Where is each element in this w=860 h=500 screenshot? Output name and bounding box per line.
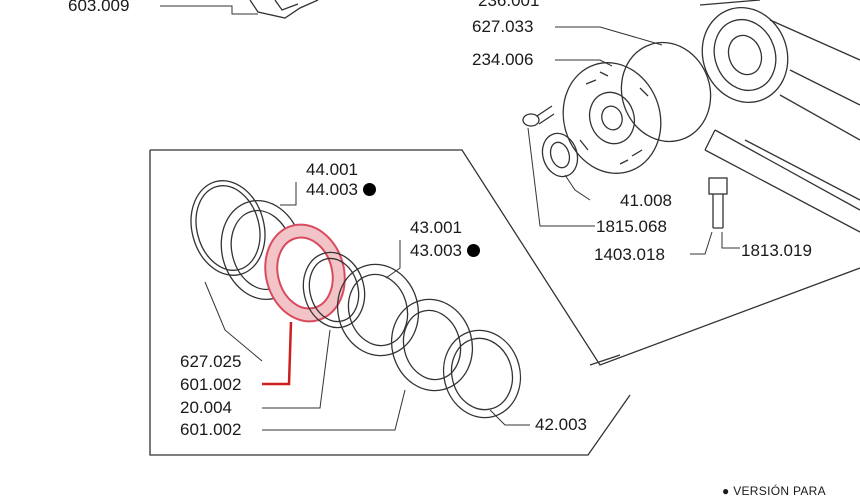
footnote-text: VERSIÓN PARA [733, 484, 826, 498]
screw-1815-068 [522, 105, 555, 127]
label-43-003-text: 43.003 [410, 241, 462, 260]
ring-627-033 [620, 41, 712, 143]
label-20-004: 20.004 [180, 398, 232, 417]
label-234-006: 234.006 [472, 50, 534, 69]
highlight-leader-line [262, 321, 293, 386]
label-627-025: 627.025 [180, 352, 242, 371]
footnote: ● VERSIÓN PARA [722, 484, 826, 498]
ring-42-003 [442, 329, 522, 419]
flange-234-006 [562, 62, 662, 174]
label-601-002-highlighted: 601.002 [180, 375, 242, 394]
bolt-1813-019 [708, 177, 728, 229]
label-601-002: 601.002 [180, 420, 242, 439]
leader-lines [160, 5, 740, 431]
label-43-003: 43.003 [410, 242, 480, 259]
version-bullet-icon [363, 183, 376, 196]
label-42-003: 42.003 [535, 415, 587, 434]
label-603-009: 603.009 [68, 0, 130, 15]
label-44-003: 44.003 [306, 181, 376, 198]
ring-44-001 [302, 251, 366, 329]
label-1815-068: 1815.068 [596, 217, 667, 236]
partial-part-top-left [249, 0, 319, 19]
label-44-003-text: 44.003 [306, 180, 358, 199]
ring-601-002 [390, 298, 474, 392]
label-1813-019: 1813.019 [741, 241, 812, 260]
housing-assembly [699, 0, 860, 233]
label-236-001: 236.001 [478, 0, 540, 10]
label-44-001: 44.001 [306, 160, 358, 179]
ring-43-001 [336, 263, 420, 357]
washer-41-008 [541, 132, 579, 178]
label-627-033: 627.033 [472, 17, 534, 36]
ring-627-025 [190, 180, 266, 276]
version-bullet-icon [467, 244, 480, 257]
label-41-008: 41.008 [620, 191, 672, 210]
label-1403-018: 1403.018 [594, 245, 665, 264]
label-43-001: 43.001 [410, 218, 462, 237]
group-frame [150, 149, 860, 366]
footnote-bullet-icon: ● [722, 484, 730, 498]
